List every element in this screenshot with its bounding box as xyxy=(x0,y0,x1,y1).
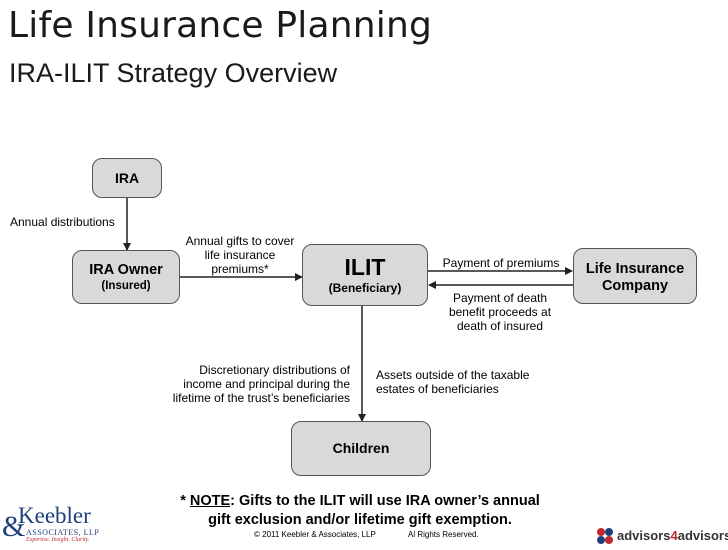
label-assets-outside-line: Assets outside of the taxable xyxy=(376,368,530,382)
label-annual-gifts: Annual gifts to cover life insurance pre… xyxy=(180,234,300,276)
label-annual-gifts-line: Annual gifts to cover xyxy=(185,234,295,248)
label-discretionary-line: Discretionary distributions of xyxy=(199,363,350,377)
node-ira-owner: IRA Owner (Insured) xyxy=(72,250,180,304)
keebler-logo-sub: ASSOCIATES, LLP xyxy=(26,528,100,537)
advisors4advisors-logo-name-a: advisors xyxy=(617,528,671,543)
svg-text:&: & xyxy=(2,510,25,543)
label-payment-premiums: Payment of premiums xyxy=(442,256,560,270)
keebler-logo: & Keebler ASSOCIATES, LLP Expertise. Ins… xyxy=(2,503,102,545)
keebler-logo-mark: & xyxy=(2,510,25,543)
label-annual-gifts-line: premiums* xyxy=(211,262,269,276)
node-children: Children xyxy=(291,421,431,476)
label-assets-outside-line: estates of beneficiaries xyxy=(376,382,499,396)
page-subtitle: IRA-ILIT Strategy Overview xyxy=(9,58,338,88)
label-payment-death-line: death of insured xyxy=(456,319,544,333)
node-ilit-label: ILIT xyxy=(344,254,386,280)
node-ira-label: IRA xyxy=(114,170,140,186)
node-ira: IRA xyxy=(92,158,162,198)
footer-copyright: © 2011 Keebler & Associates, LLP xyxy=(254,530,376,539)
label-annual-distributions: Annual distributions xyxy=(10,215,115,229)
label-payment-death-line: benefit proceeds at xyxy=(448,305,552,319)
node-life-insurance-line1: Life Insurance xyxy=(585,261,685,277)
node-children-label: Children xyxy=(332,440,390,456)
footnote-prefix: * xyxy=(180,493,190,509)
footnote-keyword: NOTE xyxy=(189,493,231,509)
node-ilit: ILIT (Beneficiary) xyxy=(302,244,428,306)
label-payment-death: Payment of death benefit proceeds at dea… xyxy=(438,291,562,333)
footnote-line1: : Gifts to the ILIT will use IRA owner’s… xyxy=(230,493,540,509)
keebler-logo-name: Keebler xyxy=(18,503,91,528)
footer-rights: Al Rights Reserved. xyxy=(408,530,479,539)
label-payment-death-line: Payment of death xyxy=(452,291,548,305)
label-discretionary-line: lifetime of the trust’s beneficiaries xyxy=(172,391,350,405)
advisors4advisors-logo-num: 4 xyxy=(670,528,678,543)
node-life-insurance-line2: Company xyxy=(601,278,669,294)
node-ilit-sub: (Beneficiary) xyxy=(328,281,402,295)
node-life-insurance: Life Insurance Company xyxy=(573,248,697,304)
label-assets-outside: Assets outside of the taxable estates of… xyxy=(376,368,529,396)
advisors4advisors-logo: advisors4advisors xyxy=(596,526,728,546)
advisors4advisors-logo-name-b: advisors xyxy=(677,528,728,543)
node-ira-owner-sub: (Insured) xyxy=(101,280,151,292)
label-annual-gifts-line: life insurance xyxy=(204,248,276,262)
keebler-logo-tagline: Expertise. Insight. Clarity. xyxy=(26,537,90,543)
footnote: * NOTE: Gifts to the ILIT will use IRA o… xyxy=(170,492,550,530)
page-title: Life Insurance Planning xyxy=(8,5,433,46)
node-ira-owner-label: IRA Owner xyxy=(89,262,163,278)
footnote-line2: gift exclusion and/or lifetime gift exem… xyxy=(208,512,512,528)
label-discretionary: Discretionary distributions of income an… xyxy=(166,363,350,405)
label-discretionary-line: income and principal during the xyxy=(183,377,350,391)
advisors4advisors-logo-mark xyxy=(597,528,613,544)
